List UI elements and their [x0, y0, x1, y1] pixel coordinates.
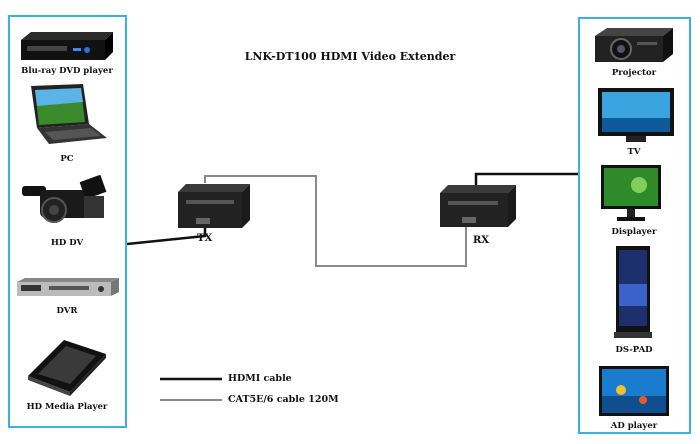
projector-icon: [591, 26, 677, 66]
media-player-icon: [24, 338, 108, 396]
device-label: Displayer: [574, 227, 694, 237]
device-label: PC: [7, 154, 127, 164]
device-label: HD Media Player: [7, 402, 127, 412]
dvr-icon: [15, 276, 121, 300]
device-label: TV: [574, 147, 694, 157]
camcorder-icon: [20, 172, 112, 232]
device-label: DVR: [7, 306, 127, 316]
device-label: DS-PAD: [574, 345, 694, 355]
rx-label: RX: [473, 235, 489, 246]
device-label: Projector: [574, 68, 694, 78]
tx-label: TX: [197, 233, 212, 244]
legend-cat-label: CAT5E/6 cable 120M: [228, 394, 339, 405]
transmitter-box-icon: [172, 182, 254, 234]
device-label: AD player: [574, 421, 694, 431]
bluray-player-icon: [17, 28, 117, 64]
laptop-icon: [25, 82, 111, 148]
ad-player-icon: [597, 364, 671, 418]
device-label: HD DV: [7, 238, 127, 248]
tv-icon: [596, 86, 676, 144]
monitor-icon: [599, 163, 663, 223]
receiver-box-icon: [436, 183, 520, 233]
device-label: Blu-ray DVD player: [7, 66, 127, 76]
legend-hdmi-label: HDMI cable: [228, 373, 292, 384]
digital-signage-icon: [612, 244, 656, 340]
